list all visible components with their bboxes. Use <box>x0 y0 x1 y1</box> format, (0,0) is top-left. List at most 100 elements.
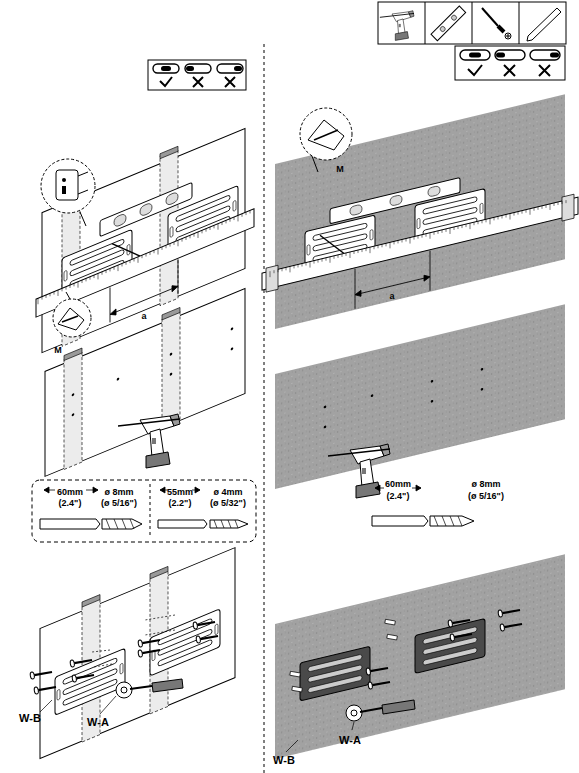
ruler-tick <box>218 224 219 230</box>
label: W-A <box>339 735 361 746</box>
ruler-tick <box>498 216 499 219</box>
ruler-tick <box>338 255 339 258</box>
ruler-tick <box>354 251 355 254</box>
ruler-tick <box>526 210 527 213</box>
label: ø 4mm <box>213 488 242 497</box>
ruler-tick <box>86 278 87 281</box>
ruler-tick <box>386 243 387 246</box>
ruler-tick <box>430 233 431 239</box>
ruler-tick <box>306 263 307 266</box>
ruler-tick <box>298 264 299 267</box>
label: (ø 5/32") <box>210 499 246 508</box>
label: (2.4") <box>387 492 410 501</box>
label: W-B <box>273 755 295 766</box>
ruler-tick <box>534 208 535 211</box>
label: M <box>54 346 62 355</box>
ruler-tick <box>54 292 55 295</box>
ruler-tick <box>410 238 411 244</box>
ruler-tick <box>474 222 475 225</box>
label: (2.4") <box>59 499 82 508</box>
label: 60mm <box>385 480 411 489</box>
ruler-tick <box>558 202 559 205</box>
right-step1 <box>262 91 578 332</box>
ruler-tick <box>166 245 167 248</box>
label: ø 8mm <box>104 488 133 497</box>
ruler-tick <box>330 257 331 263</box>
ruler-tick <box>134 258 135 261</box>
ruler-tick <box>302 263 303 266</box>
ruler-tick <box>318 260 319 263</box>
ruler-tick <box>142 255 143 258</box>
ruler-tick <box>170 244 171 247</box>
ruler-tick <box>118 265 119 271</box>
ruler-tick <box>102 272 103 275</box>
ruler-tick <box>446 229 447 232</box>
ruler-tick <box>378 245 379 248</box>
label: 60mm <box>57 488 83 497</box>
ruler-tick <box>362 249 363 252</box>
ruler-tick <box>114 267 115 270</box>
ruler-tick <box>286 267 287 270</box>
ruler-tick <box>310 262 311 268</box>
ruler-tick <box>154 250 155 253</box>
ruler-tick <box>238 215 239 221</box>
ruler-tick <box>210 227 211 230</box>
ruler-tick <box>246 212 247 215</box>
ruler-tick <box>50 293 51 296</box>
divider <box>264 44 265 773</box>
ruler-tick <box>314 261 315 264</box>
ruler-tick <box>458 226 459 229</box>
left-step2 <box>45 281 245 478</box>
ruler-tick <box>426 234 427 237</box>
tool-icons <box>378 2 566 44</box>
ruler-tick <box>122 263 123 266</box>
label: W-B <box>19 713 41 724</box>
ruler-tick <box>322 259 323 262</box>
ruler-tick <box>178 240 179 246</box>
ruler-tick <box>130 260 131 263</box>
ruler-tick <box>274 270 275 273</box>
ruler-tick <box>550 204 551 210</box>
ruler-tick <box>198 232 199 238</box>
ruler-tick <box>422 235 423 238</box>
ruler-tick <box>566 200 567 203</box>
ruler-tick <box>250 210 251 213</box>
ruler-tick <box>294 265 295 268</box>
ruler-tick <box>78 282 79 288</box>
label: 55mm <box>167 488 193 497</box>
ruler-tick <box>346 253 347 256</box>
ruler-tick <box>510 214 511 220</box>
ruler-tick <box>326 258 327 261</box>
label: a <box>141 312 146 321</box>
ruler-tick <box>270 271 271 277</box>
ruler-tick <box>486 219 487 222</box>
ruler-tick <box>98 273 99 279</box>
ruler-tick <box>358 250 359 253</box>
label: ø 8mm <box>471 480 500 489</box>
ruler-tick <box>202 230 203 233</box>
right-step2 <box>275 304 565 489</box>
label: (ø 5/16") <box>101 499 137 508</box>
ruler-tick <box>414 237 415 240</box>
ruler-tick <box>454 227 455 230</box>
ruler-tick <box>182 239 183 242</box>
ruler-tick <box>562 201 563 204</box>
ruler-tick <box>282 268 283 271</box>
ruler-tick <box>490 218 491 224</box>
ruler-tick <box>74 283 75 286</box>
ruler-tick <box>186 237 187 240</box>
ruler-tick <box>518 212 519 215</box>
ruler-tick <box>398 240 399 243</box>
ruler-tick <box>94 275 95 278</box>
ruler-tick <box>494 217 495 220</box>
ruler-tick <box>162 247 163 250</box>
ruler-tick <box>58 290 59 296</box>
ruler-tick <box>442 230 443 233</box>
ruler-tick <box>382 244 383 247</box>
ruler-tick <box>530 209 531 215</box>
right-drill-bit <box>372 485 474 526</box>
label: (2.2") <box>169 499 192 508</box>
label: W-A <box>87 717 109 728</box>
left-step3 <box>40 539 235 760</box>
